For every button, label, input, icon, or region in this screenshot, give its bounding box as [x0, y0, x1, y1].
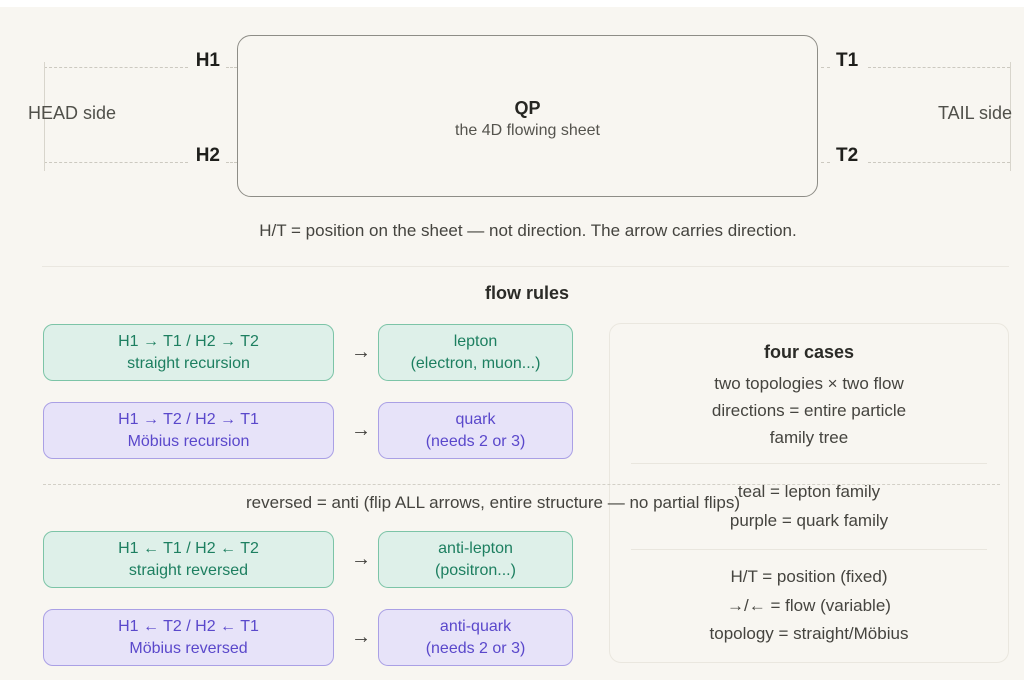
- flow-rules-title: flow rules: [484, 283, 569, 303]
- panel-divider: [631, 463, 987, 464]
- key-line-topology: topology = straight/Möbius: [709, 624, 909, 643]
- qp-sheet-box: QP the 4D flowing sheet: [237, 35, 818, 197]
- maps-to-arrow-icon: →: [351, 626, 371, 648]
- result-particle: lepton: [453, 332, 498, 350]
- rule-line-topology: straight recursion: [127, 354, 250, 372]
- tail-t1-dashed-line: [868, 67, 1010, 68]
- family-color-legend: teal = lepton family purple = quark fami…: [730, 477, 888, 535]
- rule-line-topology: Möbius reversed: [129, 639, 248, 657]
- rule-line-topology: Möbius recursion: [127, 432, 250, 450]
- result-examples: (electron, muon...): [410, 354, 541, 372]
- key-line-flow: →/← = flow (variable): [727, 595, 891, 615]
- panel-divider: [631, 549, 987, 550]
- rule-box-mobius-reversed: H1 ← T2 / H2 ← T1 Möbius reversed: [43, 609, 334, 666]
- intro-line: two topologies × two flow: [714, 374, 904, 393]
- result-examples: (positron...): [435, 561, 516, 579]
- t2-tick: [821, 162, 830, 163]
- result-box-anti-lepton: anti-lepton (positron...): [378, 531, 573, 588]
- result-particle: quark: [455, 410, 496, 428]
- port-t2-label: T2: [836, 145, 859, 166]
- top-white-strip: [0, 0, 1024, 7]
- rule-box-straight-reversed: H1 ← T1 / H2 ← T2 straight reversed: [43, 531, 334, 588]
- legend-line-purple: purple = quark family: [729, 511, 889, 530]
- notation-key: H/T = position (fixed) →/← = flow (varia…: [710, 563, 909, 649]
- h1-tick: [226, 67, 237, 68]
- qp-subtitle: the 4D flowing sheet: [455, 122, 600, 139]
- reversed-note: reversed = anti (flip ALL arrows, entire…: [246, 493, 740, 512]
- result-box-quark: quark (needs 2 or 3): [378, 402, 573, 459]
- tail-t2-dashed-line: [868, 162, 1010, 163]
- rule-line-mapping: H1 → T2 / H2 → T1: [118, 410, 259, 428]
- rule-line-topology: straight reversed: [128, 561, 249, 579]
- maps-to-arrow-icon: →: [351, 548, 371, 570]
- result-box-anti-quark: anti-quark (needs 2 or 3): [378, 609, 573, 666]
- four-cases-panel: four cases two topologies × two flow dir…: [609, 323, 1009, 663]
- rule-line-mapping: H1 ← T1 / H2 ← T2: [118, 539, 259, 557]
- result-box-lepton: lepton (electron, muon...): [378, 324, 573, 381]
- diagram-caption: H/T = position on the sheet — not direct…: [259, 221, 797, 240]
- maps-to-arrow-icon: →: [351, 419, 371, 441]
- tail-bracket-line: [1010, 62, 1011, 171]
- four-cases-intro: two topologies × two flow directions = e…: [712, 370, 906, 451]
- intro-line: family tree: [769, 428, 849, 447]
- rule-line-mapping: H1 → T1 / H2 → T2: [118, 332, 259, 350]
- head-bracket-line: [44, 62, 45, 171]
- rule-box-straight-recursion: H1 → T1 / H2 → T2 straight recursion: [43, 324, 334, 381]
- rule-line-mapping: H1 ← T2 / H2 ← T1: [118, 617, 259, 635]
- port-h1-label: H1: [195, 50, 220, 71]
- result-particle: anti-lepton: [438, 539, 513, 557]
- qp-title: QP: [514, 98, 541, 118]
- rule-box-mobius-recursion: H1 → T2 / H2 → T1 Möbius recursion: [43, 402, 334, 459]
- port-h2-label: H2: [195, 145, 220, 166]
- result-examples: (needs 2 or 3): [425, 639, 526, 657]
- tail-side-label: TAIL side: [938, 103, 1013, 123]
- four-cases-title: four cases: [763, 342, 855, 362]
- legend-line-teal: teal = lepton family: [737, 482, 881, 501]
- head-h2-dashed-line: [44, 162, 188, 163]
- reversed-dashed-separator: [43, 484, 1000, 485]
- maps-to-arrow-icon: →: [351, 341, 371, 363]
- port-t1-label: T1: [836, 50, 859, 71]
- result-examples: (needs 2 or 3): [425, 432, 526, 450]
- section-divider: [42, 266, 1009, 267]
- head-h1-dashed-line: [44, 67, 188, 68]
- head-side-label: HEAD side: [28, 103, 117, 123]
- result-particle: anti-quark: [439, 617, 512, 635]
- intro-line: directions = entire particle: [711, 401, 907, 420]
- t1-tick: [821, 67, 830, 68]
- h2-tick: [226, 162, 237, 163]
- key-line-position: H/T = position (fixed): [730, 567, 888, 586]
